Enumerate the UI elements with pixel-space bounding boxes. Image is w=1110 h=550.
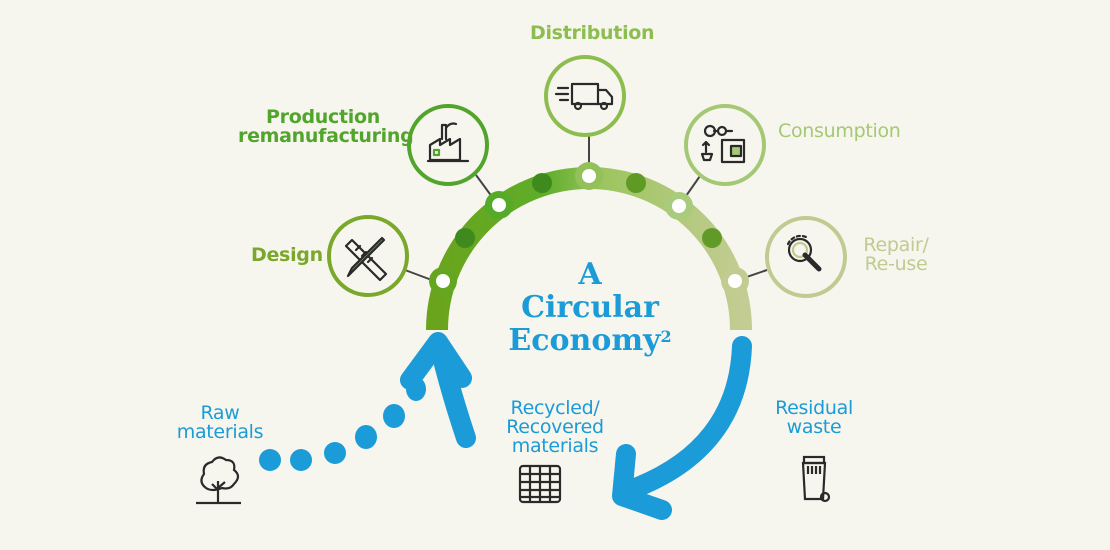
production-circle: [407, 104, 489, 186]
label-production-line1: Production: [266, 106, 380, 128]
label-production: Production remanufacturing: [238, 106, 414, 147]
title-superscript: 2: [660, 327, 672, 346]
recycle-arrowhead: [400, 332, 472, 390]
shopping-icon: [700, 124, 746, 164]
label-residual-waste: Residual waste: [764, 399, 864, 437]
label-recycled-materials: Recycled/ Recovered materials: [495, 399, 615, 456]
consumption-circle: [684, 104, 766, 186]
diagram-title: A Circular Economy2: [480, 258, 700, 357]
raw-material-dots: [259, 377, 426, 471]
label-design: Design: [251, 244, 323, 266]
title-line-3: Economy2: [480, 324, 700, 357]
label-raw-line2: materials: [176, 421, 264, 443]
label-raw-line1: Raw: [200, 402, 240, 424]
tree-icon: [196, 456, 241, 505]
title-line-2: Circular: [521, 290, 659, 325]
wrench-gear-icon: [786, 234, 822, 272]
label-repair: Repair/ Re-use: [856, 236, 936, 274]
arc-stage-nodes: [429, 162, 749, 295]
label-residual-line2: waste: [786, 416, 842, 438]
label-consumption: Consumption: [778, 120, 901, 142]
label-repair-line2: Re-use: [864, 253, 928, 275]
waste-arrow: [620, 336, 752, 500]
arc-dark-dots: [455, 173, 722, 248]
delivery-truck-icon: [554, 82, 614, 111]
label-recycled-line1: Recycled/: [510, 397, 600, 419]
label-production-line2: remanufacturing: [238, 125, 414, 147]
label-recycled-line2: Recovered: [506, 416, 604, 438]
label-repair-line1: Repair/: [863, 234, 929, 256]
label-distribution: Distribution: [530, 22, 655, 44]
title-line-1: A: [578, 257, 602, 292]
waste-bin-icon: [801, 455, 831, 503]
title-economy: Economy: [508, 323, 661, 358]
waste-arrowhead: [612, 444, 672, 520]
label-residual-line1: Residual: [775, 397, 853, 419]
distribution-circle: [544, 55, 626, 137]
recycled-bale-icon: [518, 464, 562, 504]
pencil-ruler-icon: [344, 236, 388, 282]
label-recycled-line3: materials: [511, 435, 599, 457]
label-raw-materials: Raw materials: [170, 404, 270, 442]
factory-icon: [426, 122, 470, 163]
